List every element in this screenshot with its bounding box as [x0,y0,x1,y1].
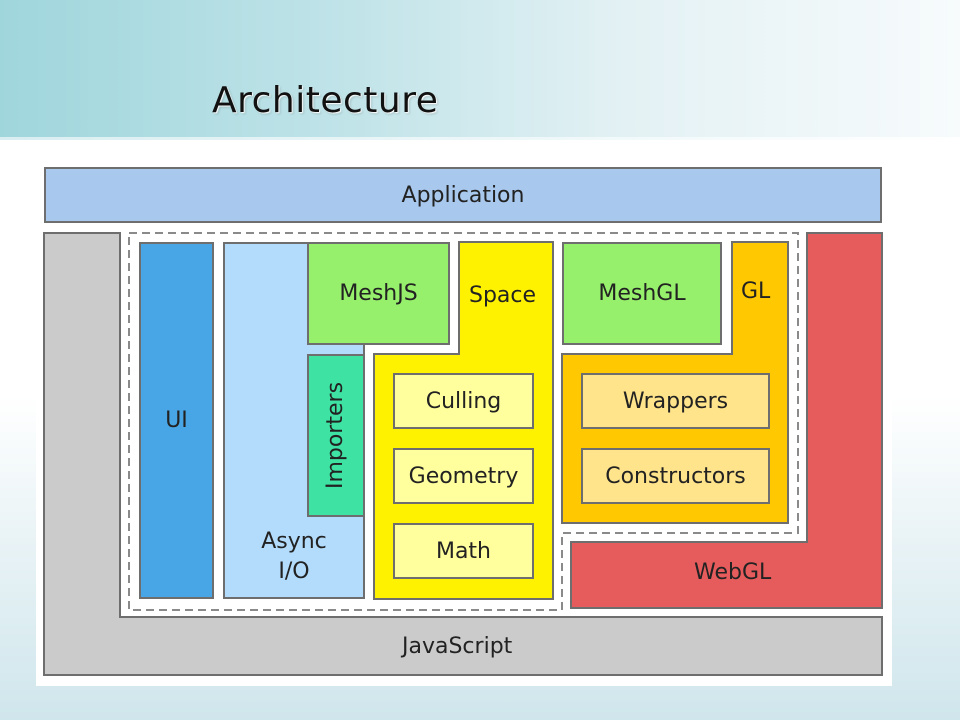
space-label: Space [469,283,537,308]
webgl-layer-shape [570,232,883,609]
application-label: Application [401,182,525,208]
importers-layer: Importers [307,354,365,517]
webgl-label: WebGL [694,560,772,585]
meshjs-layer: MeshJS [307,242,450,345]
constructors-label: Constructors [605,463,746,489]
math-label: Math [435,538,492,564]
async-label: Async [261,529,327,554]
importers-label: Importers [323,381,349,490]
geometry-module: Geometry [393,448,534,504]
title-band [0,0,960,140]
geometry-label: Geometry [408,463,519,489]
constructors-module: Constructors [581,448,770,504]
io-label: I/O [278,559,310,584]
meshgl-layer: MeshGL [562,242,722,345]
title-divider [0,137,960,140]
culling-label: Culling [425,388,502,414]
math-module: Math [393,523,534,579]
dashed-boundary [128,232,799,611]
meshgl-label: MeshGL [598,281,686,306]
application-layer: Application [44,167,882,223]
slide-title: Architecture [212,80,439,121]
javascript-layer-shape [43,232,883,676]
culling-module: Culling [393,373,534,429]
ui-label: UI [165,408,188,433]
architecture-diagram: Application JavaScript UI Async I/O Mesh… [36,156,892,686]
wrappers-label: Wrappers [622,388,729,414]
javascript-label: JavaScript [402,634,513,659]
meshjs-label: MeshJS [339,281,418,306]
gl-label: GL [741,279,771,304]
wrappers-module: Wrappers [581,373,770,429]
ui-layer: UI [139,242,214,599]
